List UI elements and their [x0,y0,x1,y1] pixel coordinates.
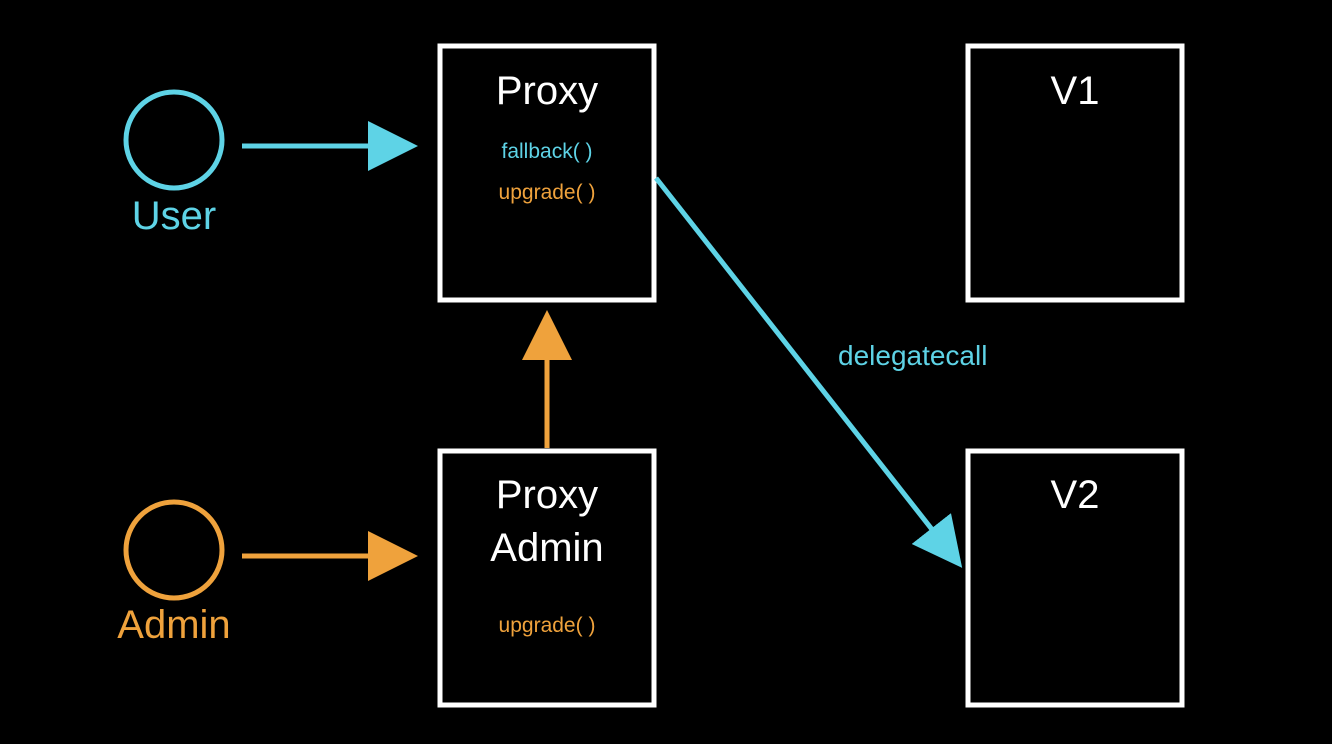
proxy-admin-title-line1: Proxy [495,473,599,517]
proxy-box [437,43,657,303]
proxy-upgrade-method: upgrade( ) [498,181,596,204]
v2-title: V2 [1050,473,1100,517]
proxy-title: Proxy [495,69,599,113]
v1-title: V1 [1050,69,1100,113]
delegatecall-label: delegatecall [838,340,988,371]
v1-box [965,43,1185,303]
user-actor-circle [123,89,225,191]
v2-box [965,448,1185,708]
admin-actor-circle [123,499,225,601]
admin-label: Admin [117,603,231,647]
proxy-admin-title-line2: Admin [490,526,604,570]
proxy-fallback-method: fallback( ) [501,140,593,163]
delegatecall-arrow [654,176,963,568]
proxy-admin-box [437,448,657,708]
proxy-admin-upgrade-method: upgrade( ) [498,614,596,637]
user-label: User [131,194,217,238]
